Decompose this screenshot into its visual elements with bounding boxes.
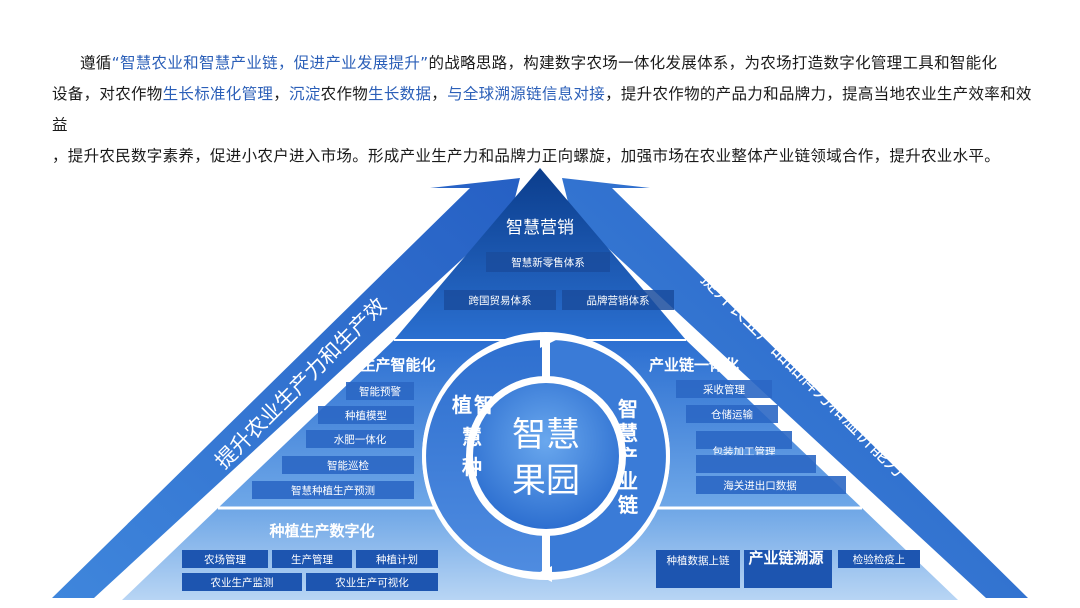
right-ring-char: 产 [618,445,638,469]
bottom-right-title: 产业链溯源 [748,549,823,567]
bottom-right-item: 种植数据上链 [667,554,730,567]
intro-text: ， [431,85,448,103]
right-ring-char: 智 [618,397,638,421]
top-tier-title: 智慧营销 [506,218,574,238]
top-tier-item: 跨国贸易体系 [469,295,532,307]
center-cycle [422,332,670,582]
mid-left-item: 水肥一体化 [334,433,387,446]
intro-line-1: 遵循“智慧农业和智慧产业链，促进产业发展提升”的战略思路，构建数字农场一体化发展… [52,48,1042,79]
mid-left-item: 智能巡检 [327,459,369,472]
mid-left-item: 智慧种植生产预测 [291,484,375,497]
mid-left-title: 生产智能化 [360,356,435,374]
intro-highlight: “智慧农业和智慧产业链，促进产业发展提升” [111,54,429,72]
center-title-line1: 智慧 [512,415,580,455]
intro-highlight: 与全球溯源链信息对接 [447,85,606,103]
top-tier-item: 品牌营销体系 [587,294,650,307]
intro-paragraph: 遵循“智慧农业和智慧产业链，促进产业发展提升”的战略思路，构建数字农场一体化发展… [52,48,1042,172]
bottom-right-items: 种植数据上链 检验检疫上 [656,550,920,588]
mid-left-items: 智能预警 种植模型 水肥一体化 智能巡检 智慧种植生产预测 [252,382,414,499]
intro-line-2: 设备，对农作物生长标准化管理，沉淀农作物生长数据，与全球溯源链信息对接，提升农作… [52,79,1042,141]
intro-highlight: 生长标准化管理 [162,85,274,103]
bottom-left-item: 生产管理 [291,553,333,566]
mid-left-item: 种植模型 [345,409,387,422]
intro-text: 设备，对农作物 [52,85,163,103]
top-tier-item: 智慧新零售体系 [511,256,585,269]
intro-text: ， [273,85,290,103]
bottom-left-item: 农业生产监测 [211,576,274,589]
bottom-left-title: 种植生产数字化 [268,522,374,540]
intro-highlight: 生长数据 [368,85,432,103]
left-ring-char: 智 [474,393,494,417]
bottom-left-item: 农业生产可视化 [335,576,409,589]
mid-right-title: 产业链一体化 [649,356,739,374]
mid-right-item: 包装加工管理 [713,445,776,458]
intro-highlight: 沉淀 [289,85,321,103]
intro-text: 农作物 [320,85,369,103]
intro-line-3: ，提升农民数字素养，促进小农户进入市场。形成产业生产力和品牌力正向螺旋，加强市场… [52,141,1042,172]
intro-text: ，提升农民数字素养，促进小农户进入市场。形成产业生产力和品牌力正向螺旋，加强市场… [52,147,1001,165]
right-arrow [562,178,1028,598]
right-ring-char: 慧 [618,421,638,445]
intro-text: 的战略思路，构建数字农场一体化发展体系，为农场打造数字化管理工具和智能化 [428,54,998,72]
left-ring-char: 种 [461,455,482,479]
bottom-left-items: 农场管理 生产管理 种植计划 农业生产监测 农业生产可视化 [182,550,438,591]
center-circle [473,383,619,529]
mid-left-item: 智能预警 [359,385,401,398]
bottom-left-item: 种植计划 [376,553,418,566]
mid-right-item: 采收管理 [703,383,745,396]
intro-text: 遵循 [80,54,112,72]
right-ring-char: 链 [618,493,639,517]
mid-right-item: 仓储运输 [711,408,753,421]
mid-right-item: 海关进出口数据 [723,479,797,492]
top-tier-items: 智慧新零售体系 跨国贸易体系 品牌营销体系 [444,252,674,310]
right-ring-char: 业 [618,469,638,493]
intro-text: ，提升农作物的产品力和品牌力，提高当地农业生产效率和效益 [52,85,1032,134]
mid-right-items: 采收管理 仓储运输 包装加工管理 海关进出口数据 [676,380,846,494]
left-arrow [52,178,520,598]
left-ring-char: 慧 [462,425,482,449]
left-ring-char: 植 [452,393,472,417]
center-title-line2: 果园 [512,461,580,501]
bottom-right-item: 检验检疫上 [853,553,906,566]
bottom-left-item: 农场管理 [204,553,246,566]
